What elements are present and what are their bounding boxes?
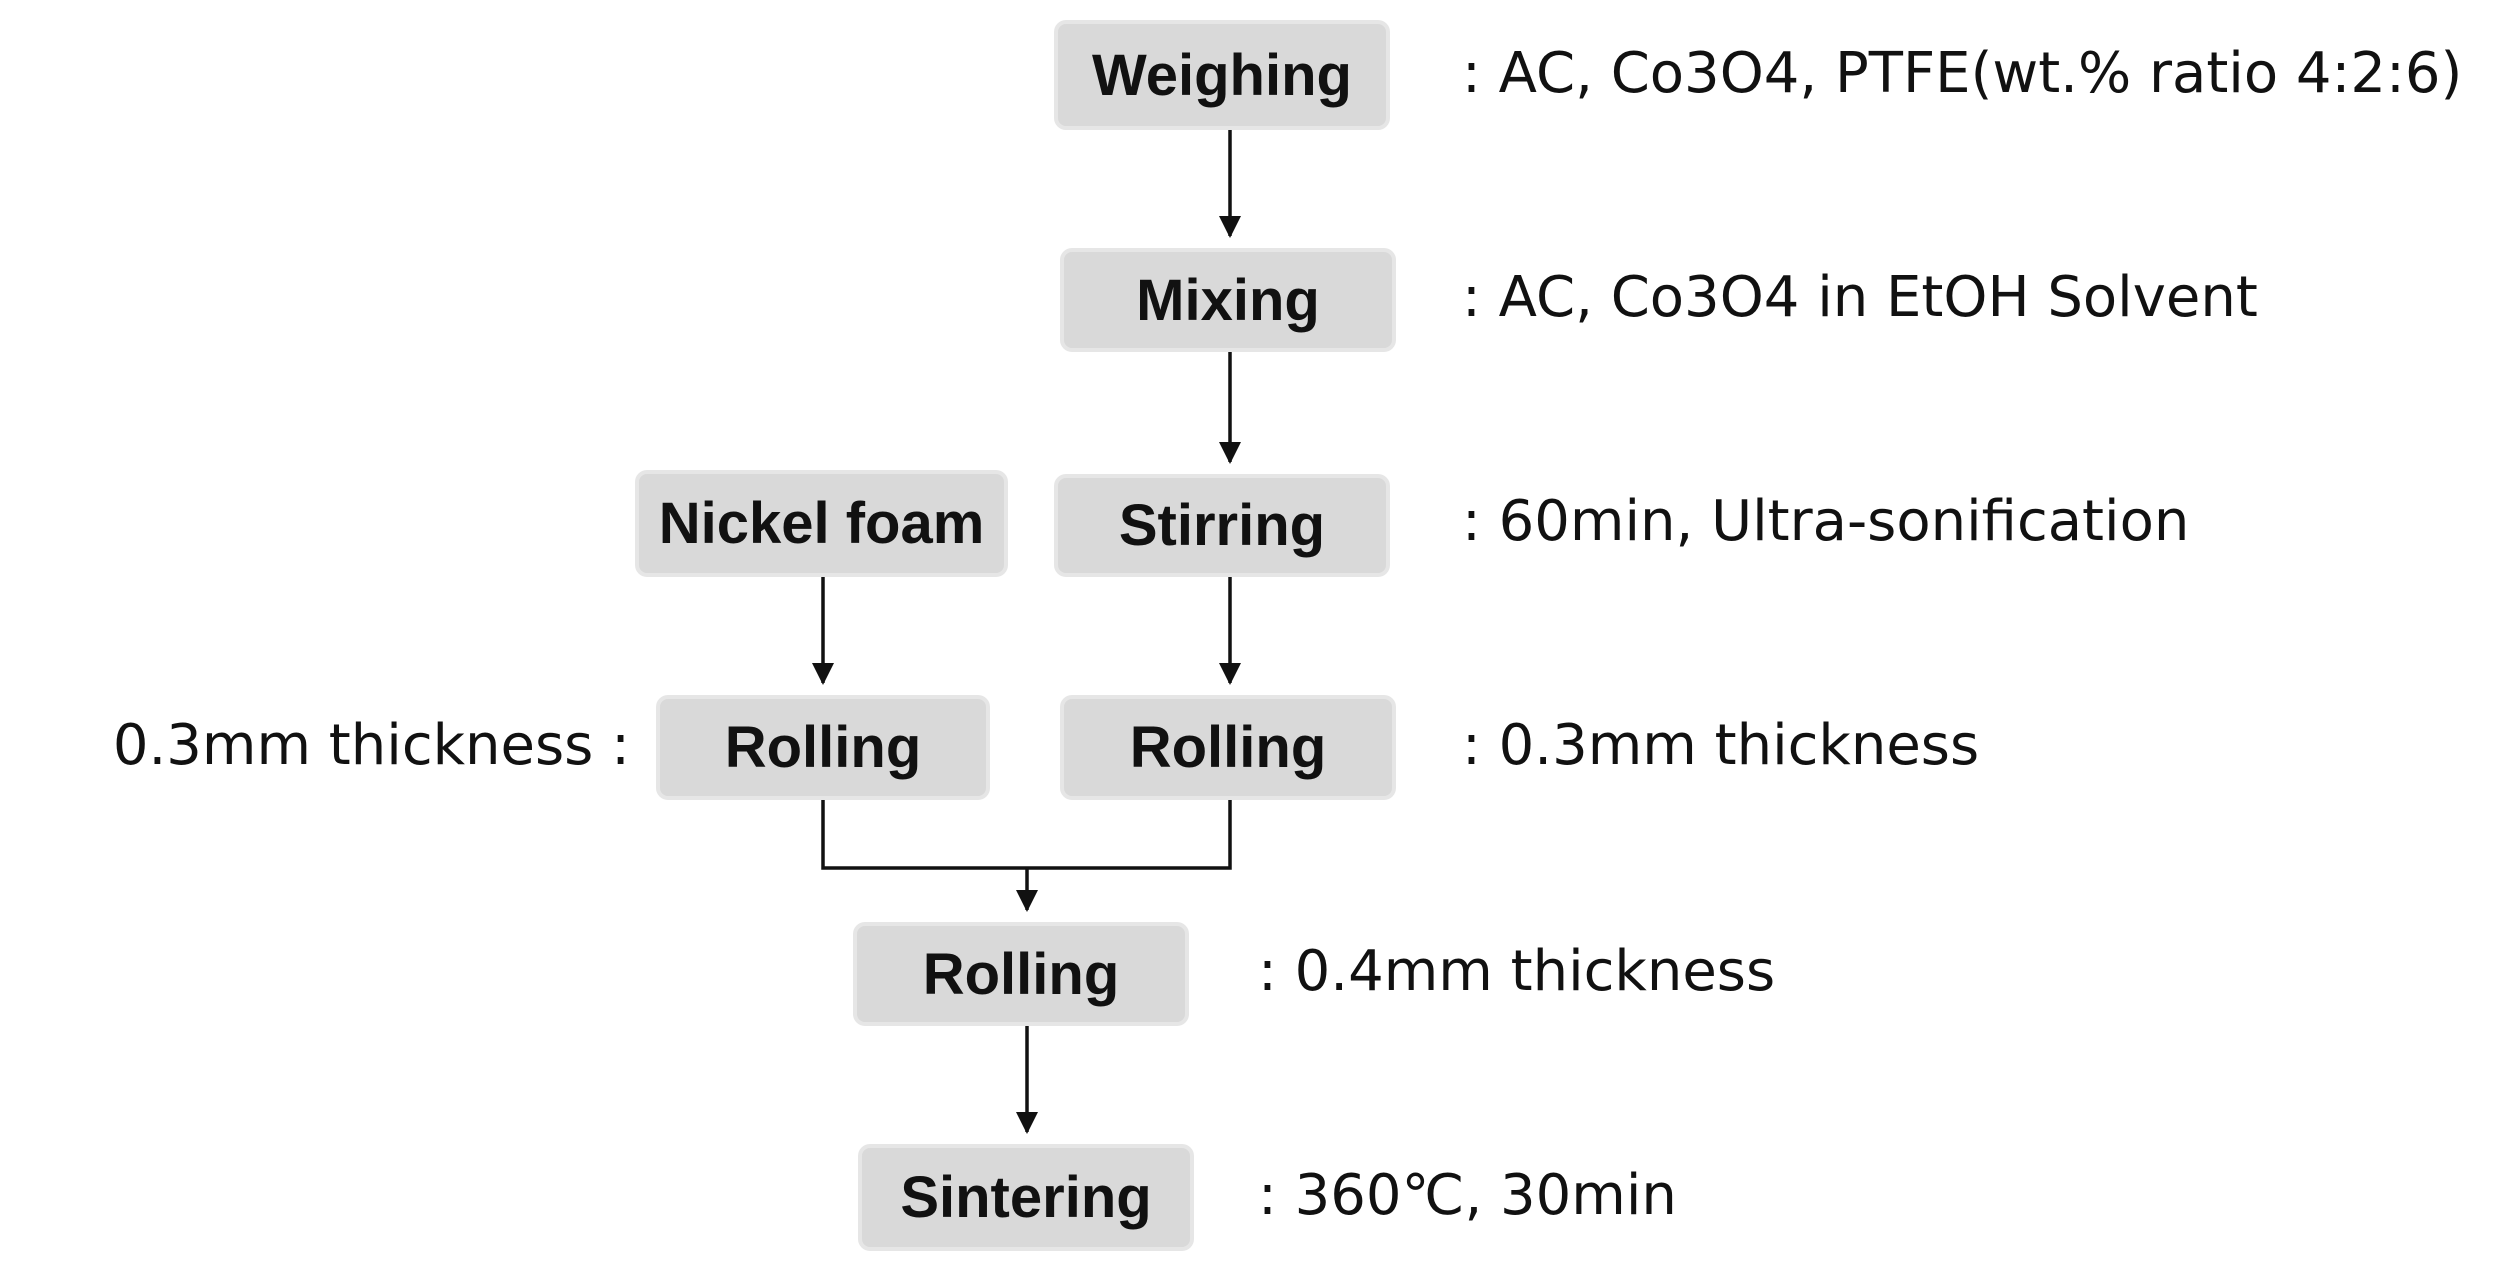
note-stirring: : 60min, Ultra-sonification <box>1462 489 2190 554</box>
step-weighing: Weighing <box>1054 20 1390 130</box>
step-sintering: Sintering <box>858 1144 1194 1251</box>
merge-connector <box>821 800 1232 870</box>
step-nickel-foam: Nickel foam <box>635 470 1008 577</box>
step-mixing: Mixing <box>1060 248 1396 352</box>
note-sintering: : 360℃, 30min <box>1258 1163 1677 1228</box>
note-weighing: : AC, Co3O4, PTFE(wt.% ratio 4:2:6) <box>1462 41 2463 106</box>
step-rolling-combined: Rolling <box>853 922 1189 1026</box>
step-rolling-right: Rolling <box>1060 695 1396 800</box>
note-rolling-left: 0.3mm thickness : <box>112 713 630 778</box>
step-rolling-left: Rolling <box>656 695 990 800</box>
note-rolling-combined: : 0.4mm thickness <box>1258 939 1776 1004</box>
step-stirring: Stirring <box>1054 474 1390 577</box>
note-rolling-right: : 0.3mm thickness <box>1462 713 1980 778</box>
note-mixing: : AC, Co3O4 in EtOH Solvent <box>1462 265 2258 330</box>
